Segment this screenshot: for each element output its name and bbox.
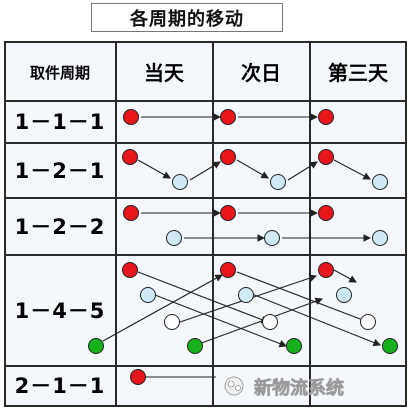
blue-item <box>166 230 182 246</box>
green-item <box>187 338 203 354</box>
red-item <box>318 109 334 125</box>
watermark-logo-icon <box>224 376 244 396</box>
arrow <box>137 159 171 179</box>
arrow <box>251 293 382 347</box>
red-item <box>318 262 334 278</box>
row-label-1-4-5: 1－4－5 <box>15 299 106 323</box>
header-col-third-day: 第三天 <box>328 61 389 85</box>
blue-item <box>372 174 388 190</box>
diagram-title-text: 各周期的移动 <box>130 8 244 30</box>
watermark-text: 新物流系统 <box>254 377 344 399</box>
green-item <box>382 338 398 354</box>
red-item <box>122 262 138 278</box>
white-item <box>262 314 278 330</box>
blue-item <box>372 230 388 246</box>
red-item <box>220 149 236 165</box>
arrow <box>287 161 318 181</box>
blue-item <box>238 287 254 303</box>
arrow <box>195 297 324 346</box>
header-col-same-day: 当天 <box>144 61 185 85</box>
arrow <box>333 159 371 180</box>
red-item <box>220 109 236 125</box>
arrow <box>236 271 370 324</box>
row-label-2-1-1: 2－1－1 <box>15 374 106 398</box>
table-grid <box>4 41 407 407</box>
white-item <box>360 314 376 330</box>
blue-item <box>172 174 188 190</box>
arrow <box>236 159 269 179</box>
blue-item <box>270 174 286 190</box>
movement-arrows <box>102 113 382 378</box>
arrow <box>102 274 223 342</box>
arrow <box>333 269 357 283</box>
red-item <box>123 109 139 125</box>
red-item <box>318 205 334 221</box>
red-item <box>122 149 138 165</box>
red-item <box>130 369 146 385</box>
arrow <box>137 271 270 324</box>
green-item <box>88 338 104 354</box>
diagram-title: 各周期的移动 <box>91 3 283 32</box>
cycle-items <box>88 109 398 385</box>
watermark: 新物流系统 <box>224 376 344 399</box>
blue-item <box>336 287 352 303</box>
red-item <box>123 205 139 221</box>
red-item <box>220 205 236 221</box>
white-item <box>164 314 180 330</box>
row-label-1-2-1: 1－2－1 <box>15 159 106 183</box>
blue-item <box>264 230 280 246</box>
row-label-1-1-1: 1－1－1 <box>15 110 106 134</box>
red-item <box>318 149 334 165</box>
arrow <box>154 294 288 348</box>
green-item <box>286 338 302 354</box>
header-col-next-day: 次日 <box>241 61 281 85</box>
row-label-1-2-2: 1－2－2 <box>15 215 106 239</box>
red-item <box>220 262 236 278</box>
header-pickup-cycle: 取件周期 <box>30 64 90 82</box>
blue-item <box>140 287 156 303</box>
arrow <box>189 161 221 181</box>
